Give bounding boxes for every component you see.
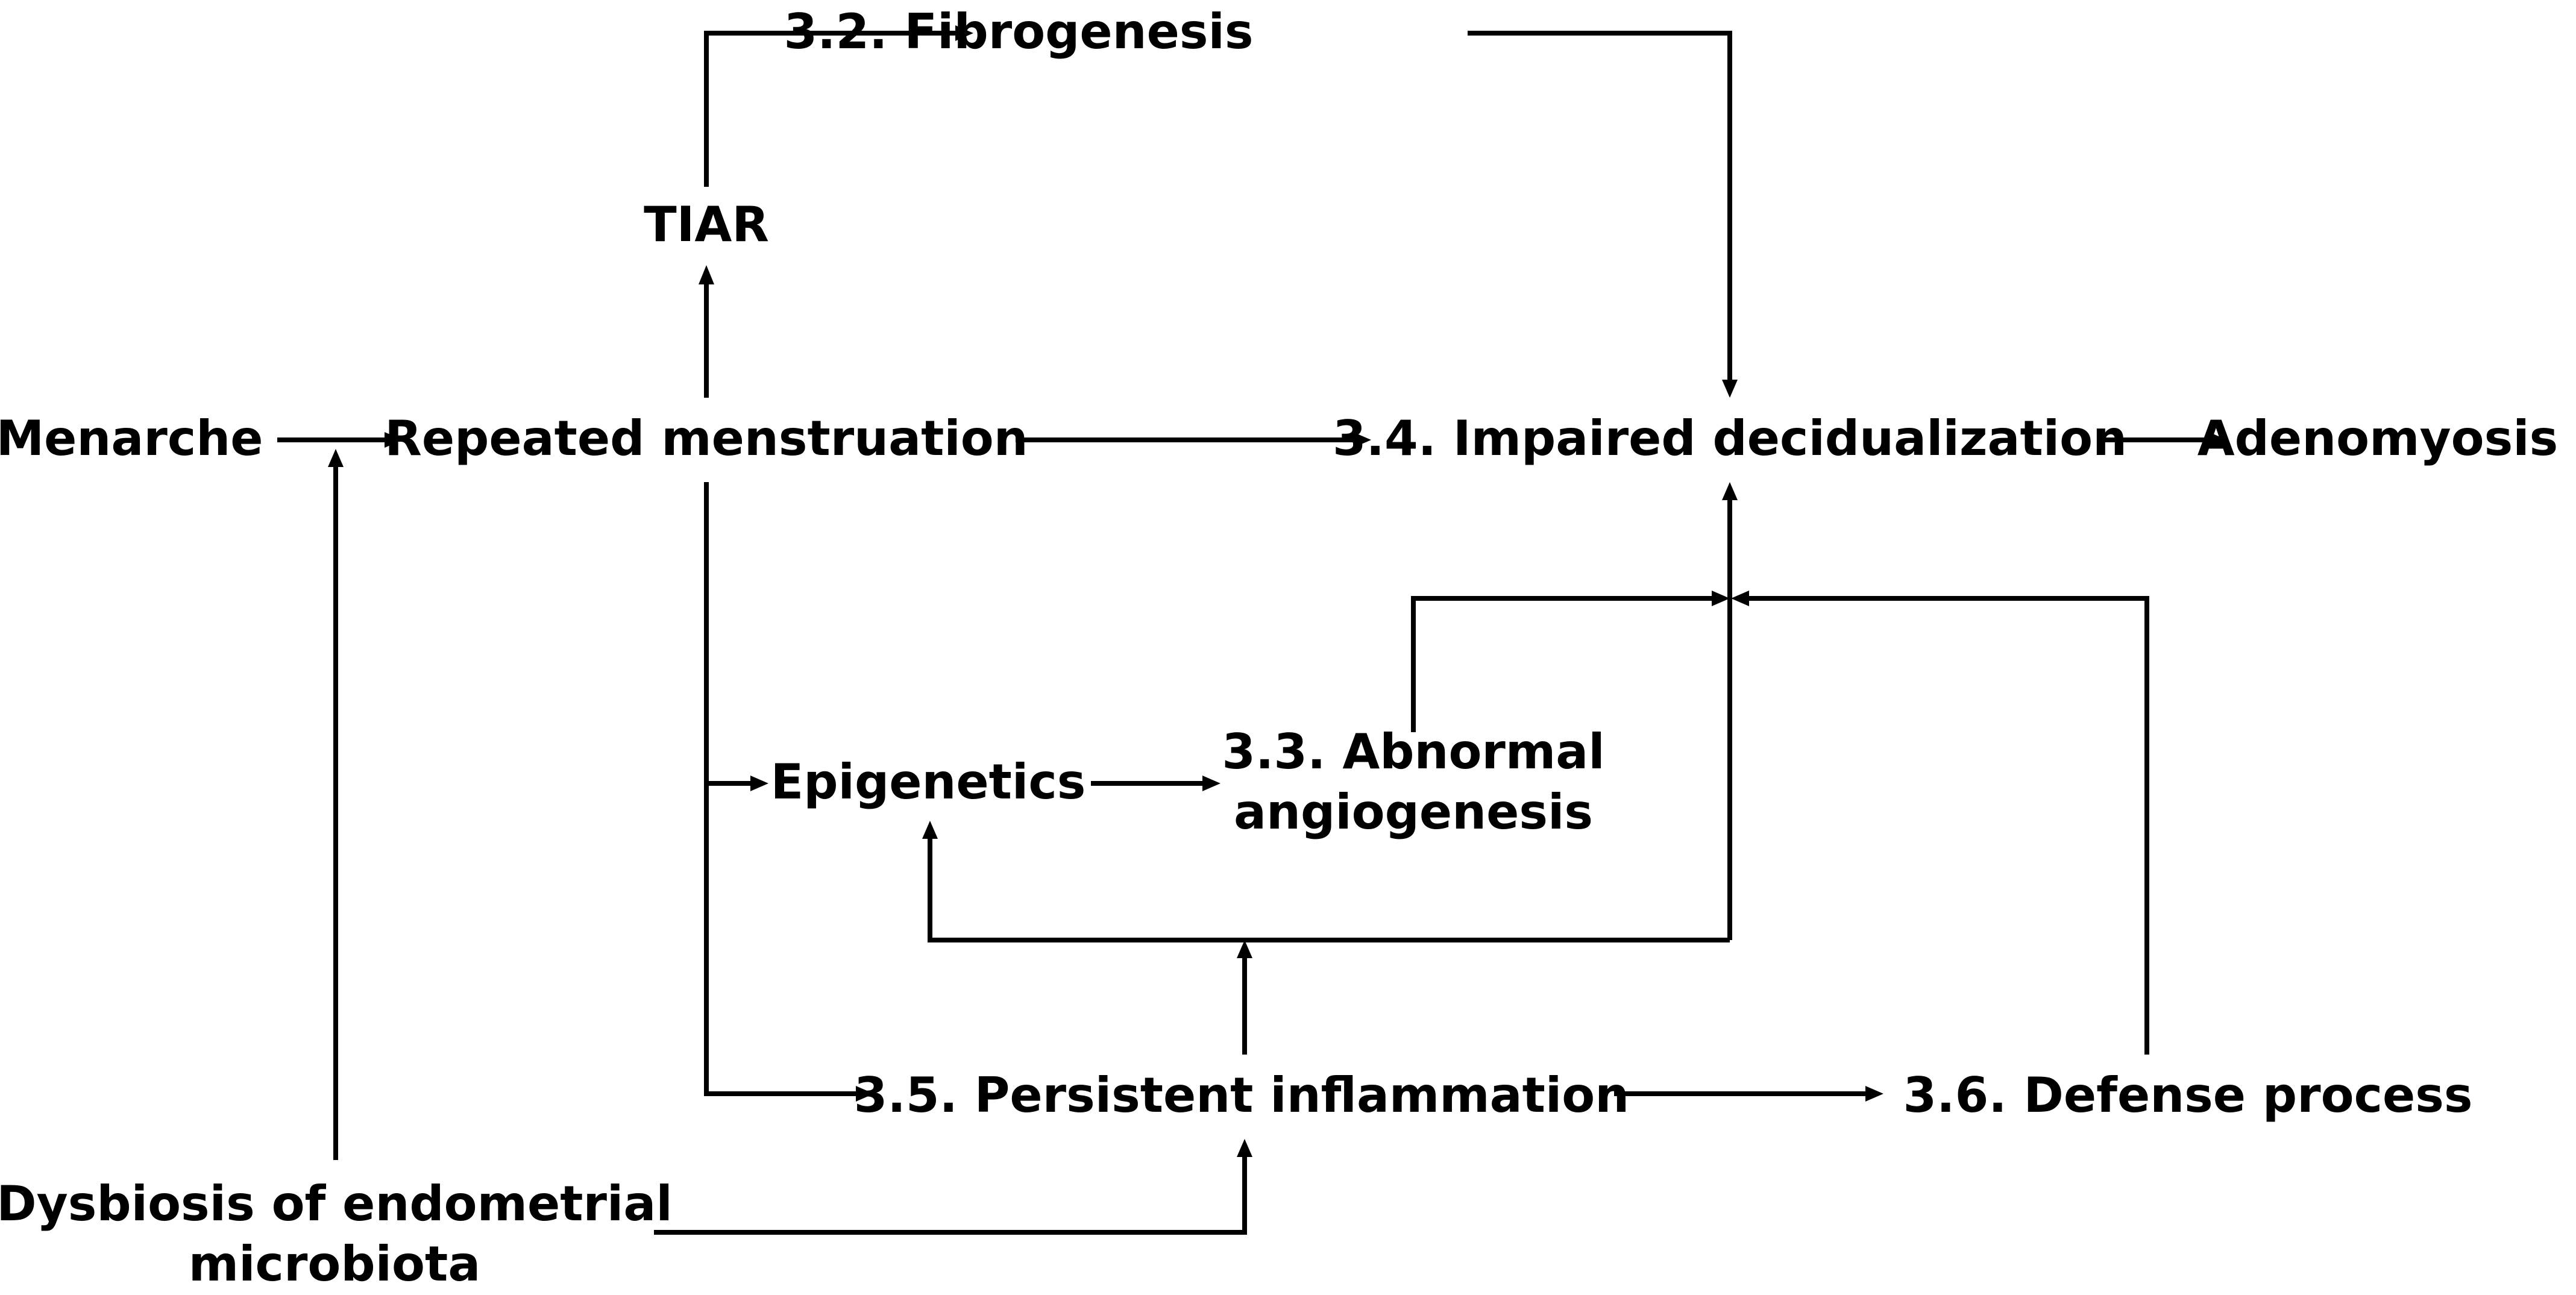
edge-repeated-menstruation-to-tiar bbox=[699, 265, 714, 398]
edge-repeated-menstruation-to-epigenetics bbox=[704, 482, 856, 1096]
edge-defense-process-to-junction bbox=[1731, 591, 2149, 1055]
edge-impaired-decidualization-to-adenomyosis bbox=[2097, 432, 2227, 448]
edge-repeated-menstruation-to-impaired-decidualization bbox=[1016, 432, 1371, 448]
edge-repeated-menstruation-to-persistent-inflammation bbox=[856, 1086, 874, 1102]
edge-tiar-to-fibrogenesis bbox=[704, 25, 973, 187]
node-menarche: Menarche bbox=[0, 410, 263, 466]
node-tiar: TIAR bbox=[644, 196, 769, 252]
node-abnormal-angiogenesis-line2: angiogenesis bbox=[1234, 784, 1593, 840]
edge-feedback-to-epigenetics bbox=[922, 821, 1730, 942]
edge-junction-to-impaired-decidualization bbox=[1722, 482, 1738, 940]
node-epigenetics: Epigenetics bbox=[771, 754, 1086, 810]
node-adenomyosis: Adenomyosis bbox=[2197, 410, 2558, 466]
edge-epigenetics-to-abnormal-angiogenesis bbox=[1091, 776, 1220, 791]
edge-persistent-inflammation-to-defense-process bbox=[1614, 1086, 1883, 1102]
node-impaired-decidualization: 3.4. Impaired decidualization bbox=[1333, 410, 2127, 466]
node-repeated-menstruation: Repeated menstruation bbox=[385, 410, 1028, 466]
edge-dysbiosis-to-repeated-menstruation bbox=[328, 449, 344, 1160]
node-dysbiosis-line1: Dysbiosis of endometrial bbox=[0, 1176, 673, 1232]
node-persistent-inflammation: 3.5. Persistent inflammation bbox=[854, 1067, 1629, 1123]
edge-abnormal-angiogenesis-to-junction bbox=[1411, 591, 1730, 732]
node-dysbiosis-line2: microbiota bbox=[189, 1236, 481, 1292]
edge-menarche-to-repeated-menstruation bbox=[277, 432, 403, 448]
node-defense-process: 3.6. Defense process bbox=[1903, 1067, 2473, 1123]
edge-dysbiosis-to-persistent-inflammation bbox=[654, 1139, 1252, 1235]
edge-fibrogenesis-to-impaired-decidualization bbox=[1468, 31, 1738, 398]
node-abnormal-angiogenesis-line1: 3.3. Abnormal bbox=[1222, 724, 1604, 780]
edge-persistent-inflammation-to-feedback bbox=[1237, 940, 1252, 1055]
